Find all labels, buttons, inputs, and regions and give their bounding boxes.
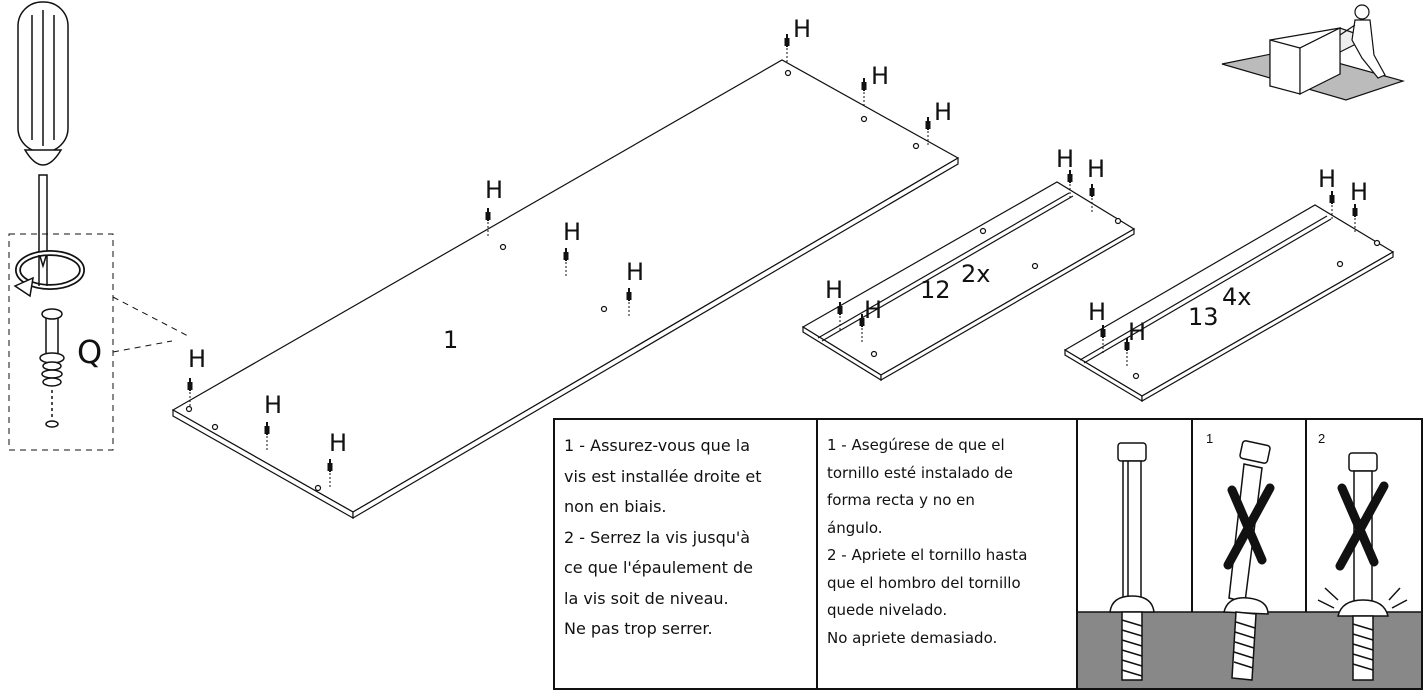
instruction-line: vis est installée droite et [564, 466, 762, 486]
instructions-spanish: 1 - Asegúrese de que el tornillo esté in… [819, 421, 1076, 689]
screw-label-h: H [1088, 298, 1107, 326]
instruction-line: que el hombro del tornillo [827, 573, 1021, 592]
step-label-1: 1 [1206, 431, 1214, 446]
screw-label-h: H [188, 345, 207, 373]
instruction-line: Ne pas trop serrer. [564, 619, 713, 638]
quantity-label-13: 4x [1222, 283, 1252, 311]
screw-label-h: H [793, 15, 812, 43]
part-number-13: 13 [1188, 303, 1219, 331]
screw-label-h: H [864, 296, 883, 324]
panel-13 [1063, 204, 1395, 403]
screw-label-h: H [264, 391, 283, 419]
instruction-line: forma recta y no en [827, 491, 975, 509]
screw-label-h: H [825, 276, 844, 304]
hardware-label-q: Q [77, 333, 103, 371]
instructions-french: 1 - Assurez-vous que la vis est installé… [556, 421, 817, 689]
step-label-2: 2 [1318, 431, 1326, 446]
screw-correct-icon [1109, 442, 1155, 681]
screw-label-h: H [1318, 165, 1337, 193]
part-number-12: 12 [920, 276, 951, 304]
screw-q-icon [39, 308, 65, 428]
screw-angled-icon [1223, 440, 1275, 681]
instruction-line: ángulo. [827, 518, 883, 537]
screw-label-h: H [626, 258, 645, 286]
screw-label-h: H [934, 98, 953, 126]
screw-label-h: H [485, 176, 504, 204]
screw-label-h: H [329, 429, 348, 457]
assembly-scene-icon [1221, 4, 1406, 101]
screw-label-h: H [1128, 318, 1147, 346]
panel-1 [171, 59, 960, 520]
panel-12 [801, 181, 1136, 382]
instruction-line: non en biais. [564, 497, 667, 516]
screwdriver-icon [17, 1, 69, 269]
screw-label-h: H [871, 62, 890, 90]
instruction-line: 1 - Asegúrese de que el [827, 436, 1005, 454]
instruction-line: quede nivelado. [827, 601, 948, 619]
screw-label-h: H [1087, 155, 1106, 183]
screw-label-h: H [1350, 178, 1369, 206]
screw-label-h: H [563, 218, 582, 246]
quantity-label-12: 2x [961, 260, 991, 288]
instruction-line: ce que l'épaulement de [564, 558, 753, 577]
instruction-line: tornillo esté instalado de [827, 463, 1013, 482]
screw-overtightened-icon [1317, 452, 1408, 681]
instruction-line: No apriete demasiado. [827, 628, 998, 647]
instruction-line: 1 - Assurez-vous que la [564, 436, 750, 455]
instruction-line: 2 - Serrez la vis jusqu'à [564, 527, 751, 547]
detail-inset [8, 233, 191, 451]
instruction-line: la vis soit de niveau. [564, 588, 729, 608]
instruction-line: 2 - Apriete el tornillo hasta [827, 546, 1028, 564]
screw-label-h: H [1056, 145, 1075, 173]
part-number-1: 1 [443, 326, 459, 354]
rotation-arrow-icon [13, 250, 85, 298]
